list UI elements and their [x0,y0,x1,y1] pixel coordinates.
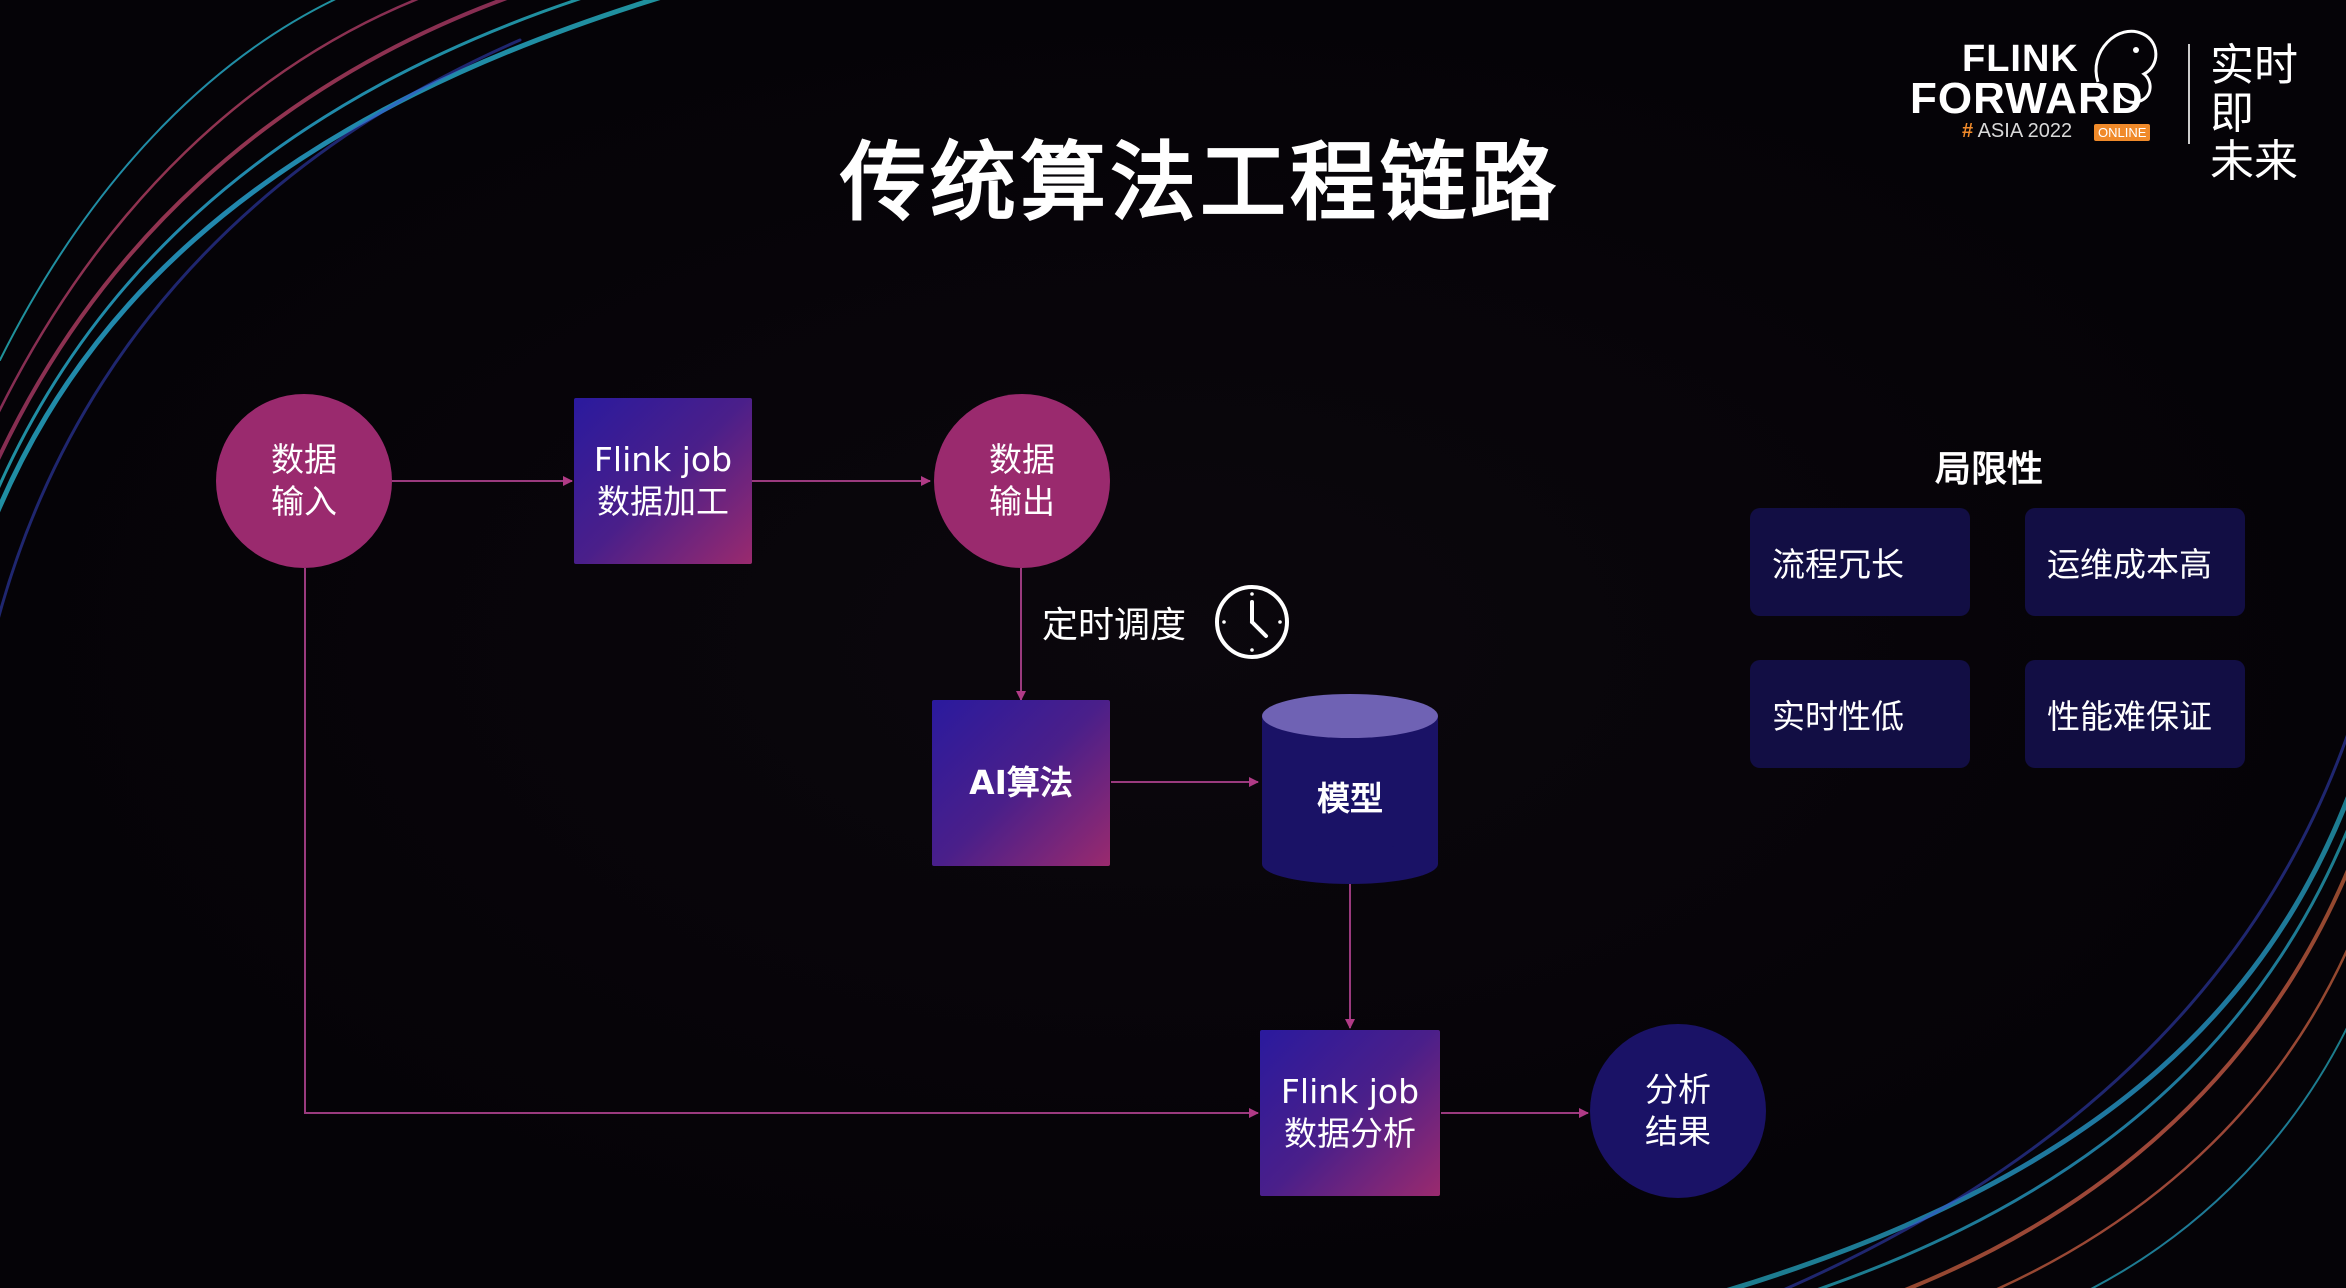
logo-forward-text: FORWARD [1910,74,2144,123]
clock-icon [1215,585,1289,659]
node-flink-process-line1: Flink job [593,440,733,479]
logo-slogan: 实时即 未来 [2210,42,2310,186]
flink-forward-logo: FLINK FORWARD # ASIA 2022 ONLINE 实时即 未来 [1910,29,2330,186]
node-data-output: 数据 输出 [934,394,1110,568]
logo-asia-year: ASIA 2022 [1977,120,2073,142]
node-ai-algorithm-label: AI算法 [969,763,1073,802]
node-ai-algorithm: AI算法 [932,700,1110,866]
node-result: 分析 结果 [1590,1024,1766,1198]
node-data-input-line2: 输入 [271,482,337,521]
node-flink-process-line2: 数据加工 [597,482,729,521]
logo-asia-text: # ASIA 2022 [1962,120,2072,143]
node-data-input-line1: 数据 [271,440,337,479]
node-model-label: 模型 [1317,779,1383,818]
logo-flink-text: FLINK [1962,38,2079,80]
node-result-line1: 分析 [1645,1070,1711,1109]
limitation-card: 实时性低 [1750,660,1970,768]
logo-hash: # [1962,120,1974,142]
logo-online-badge: ONLINE [2094,124,2151,141]
node-data-output-line2: 输出 [989,482,1055,521]
model-cylinder [1262,694,1438,884]
node-flink-analysis: Flink job 数据分析 [1260,1030,1440,1196]
schedule-label: 定时调度 [1042,605,1187,646]
squirrel-logo-icon [2094,29,2158,104]
logo-slogan-line1: 实时即 [2210,40,2298,139]
limitation-card: 运维成本高 [2025,508,2245,616]
limitation-card: 性能难保证 [2025,660,2245,768]
logo-divider [2188,44,2190,144]
limitation-card: 流程冗长 [1750,508,1970,616]
node-flink-analysis-line1: Flink job [1280,1072,1420,1111]
node-data-input: 数据 输入 [216,394,392,568]
node-flink-process: Flink job 数据加工 [574,398,752,564]
page-title: 传统算法工程链路 [840,133,1560,233]
node-flink-analysis-line2: 数据分析 [1284,1114,1416,1153]
arrow-input-to-analysis [304,568,1259,1118]
logo-slogan-line2: 未来 [2210,136,2298,187]
limitations-title: 局限性 [1935,449,2044,490]
node-result-line2: 结果 [1645,1112,1711,1151]
node-data-output-line1: 数据 [989,440,1055,479]
